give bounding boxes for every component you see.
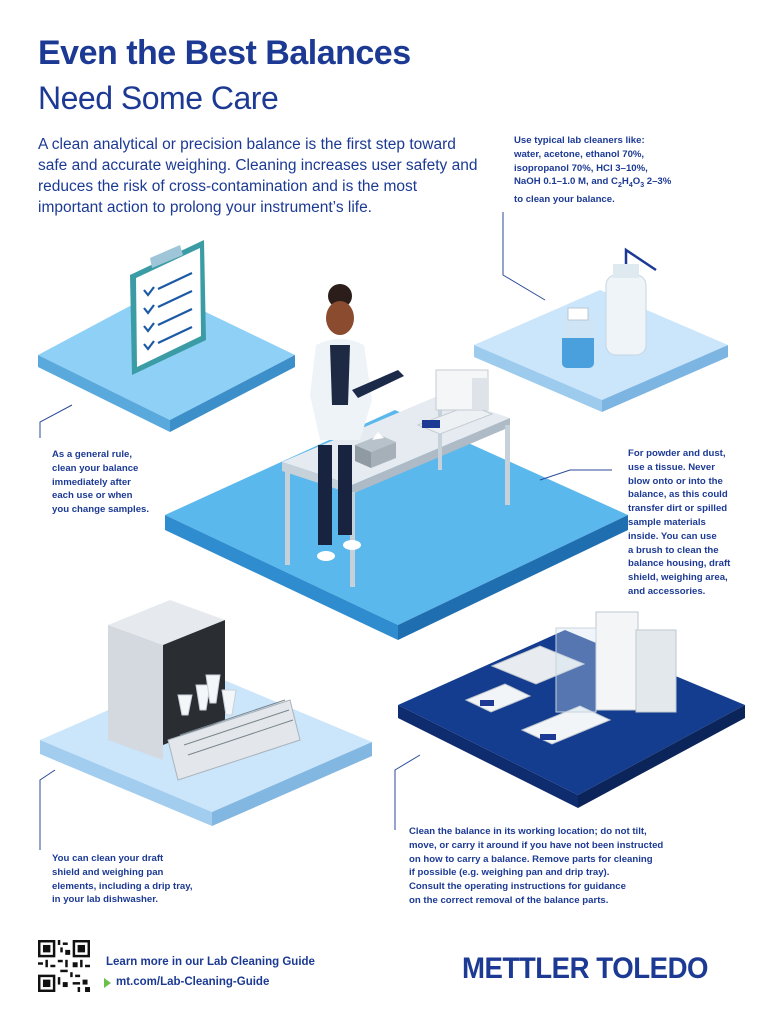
cleaners-line: isopropanol 70%, HCl 3–10%,: [514, 162, 648, 174]
brand-logo: METTLER TOLEDO: [462, 952, 709, 985]
cleaners-line: to clean your balance.: [514, 194, 615, 206]
wash-bottle-icon: [605, 247, 657, 356]
note-line: on how to carry a balance. Remove parts …: [409, 853, 653, 865]
note-line: inside. You can use: [628, 530, 717, 542]
dishwasher-icon: [108, 600, 301, 781]
formula-element: O: [632, 176, 641, 188]
lab-cleaning-guide-cta: Learn more in our Lab Cleaning Guide: [106, 956, 315, 968]
lab-cleaning-guide-link[interactable]: mt.com/Lab-Cleaning-Guide: [116, 976, 270, 988]
note-line: As a general rule,: [52, 449, 132, 460]
workbench-platform: [165, 410, 628, 640]
note-line: use a tissue. Never: [628, 461, 715, 473]
intro-paragraph: A clean analytical or precision balance …: [38, 136, 478, 216]
note-line: Consult the operating instructions for g…: [409, 881, 626, 893]
dishwasher-note: You can clean your draft shield and weig…: [52, 852, 272, 907]
note-line: balance, as this could: [628, 489, 728, 501]
scientist-figure: [310, 284, 404, 561]
note-line: and accessories.: [628, 585, 706, 597]
cleaners-line: water, acetone, ethanol 70%,: [514, 148, 645, 160]
note-line: immediately after: [52, 476, 131, 488]
tissue-box-icon: [355, 432, 396, 468]
formula-subscript: 3: [640, 182, 645, 190]
formula-subscript: 2: [617, 182, 622, 190]
cleaners-line: NaOH 0.1–1.0 M, and C: [514, 176, 618, 188]
location-note: Clean the balance in its working locatio…: [409, 825, 739, 908]
note-line: move, or carry it around if you have not…: [409, 839, 664, 851]
note-line: elements, including a drip tray,: [52, 880, 193, 892]
cleaners-formula-line: NaOH 0.1–1.0 M, and C2H4O3 2–3%: [514, 175, 714, 193]
bottles-platform: [474, 290, 728, 412]
cleaners-line: 2–3%: [644, 176, 672, 188]
formula-subscript: 4: [628, 182, 633, 190]
note-line: each use or when: [52, 490, 133, 502]
powder-note: For powder and dust, use a tissue. Never…: [628, 447, 758, 599]
note-line: You can clean your draft: [52, 853, 164, 864]
leader-lines: [39, 212, 612, 850]
page-title: Even the Best Balances: [38, 34, 411, 72]
note-line: blow onto or into the: [628, 475, 723, 487]
qr-code-icon[interactable]: [38, 940, 90, 992]
note-line: on the correct removal of the balance pa…: [409, 894, 609, 906]
note-line: sample materials: [628, 516, 706, 528]
note-line: Clean the balance in its working locatio…: [409, 826, 647, 837]
clipboard-icon: [130, 240, 206, 375]
note-line: in your lab dishwasher.: [52, 894, 159, 906]
cleaners-note: Use typical lab cleaners like: water, ac…: [514, 134, 714, 207]
note-line: balance housing, draft: [628, 558, 731, 570]
note-line: For powder and dust,: [628, 448, 726, 459]
cleaners-line: Use typical lab cleaners like:: [514, 135, 645, 146]
note-line: shield and weighing pan: [52, 866, 164, 878]
note-line: if possible (e.g. weighing pan and drip …: [409, 867, 610, 879]
play-arrow-icon: [104, 978, 111, 988]
disassembled-balance-icon: [464, 611, 677, 745]
balance-icon: [416, 369, 494, 435]
note-line: you change samples.: [52, 504, 150, 516]
note-line: shield, weighing area,: [628, 572, 728, 584]
note-line: clean your balance: [52, 462, 139, 474]
page-subtitle: Need Some Care: [38, 80, 279, 116]
note-line: transfer dirt or spilled: [628, 503, 728, 515]
reagent-bottle-icon: [562, 307, 594, 368]
general-rule-note: As a general rule, clean your balance im…: [52, 448, 192, 517]
formula-element: H: [621, 176, 629, 188]
note-line: a brush to clean the: [628, 544, 719, 556]
